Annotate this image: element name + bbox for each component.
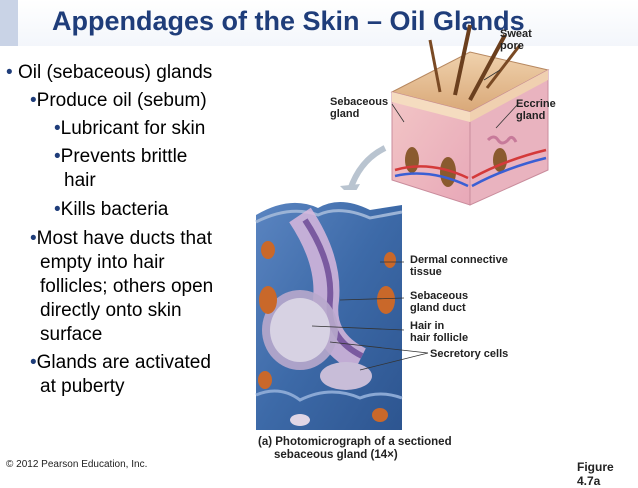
bullet-item: •Prevents brittle bbox=[54, 146, 187, 168]
bullet-dot: • bbox=[30, 352, 37, 373]
bullet-text: Oil (sebaceous) glands bbox=[17, 62, 213, 83]
bullet-item: •Lubricant for skin bbox=[54, 118, 205, 140]
figure-caption: (a) Photomicrograph of a sectioned sebac… bbox=[258, 436, 452, 461]
bullet-continuation: directly onto skin bbox=[40, 300, 182, 321]
label-secretory-cells: Secretory cells bbox=[430, 348, 509, 360]
photomicrograph bbox=[255, 190, 403, 430]
bullet-dot: • bbox=[54, 118, 61, 139]
bullet-text: Kills bacteria bbox=[60, 199, 169, 220]
bullet-continuation: hair bbox=[64, 170, 96, 191]
bullet-dot: • bbox=[6, 62, 13, 83]
bullet-continuation: follicles; others open bbox=[40, 276, 214, 297]
bullet-item: •Most have ducts that bbox=[30, 228, 212, 250]
bullet-dot: • bbox=[54, 146, 61, 167]
figure-number: Figure 4.7a bbox=[577, 460, 614, 488]
bullet-continuation: at puberty bbox=[40, 376, 125, 397]
title-accent bbox=[0, 0, 18, 46]
bullet-item: •Produce oil (sebum) bbox=[30, 90, 207, 112]
skin-block-illustration bbox=[390, 24, 550, 206]
bullet-text: Produce oil (sebum) bbox=[36, 90, 207, 111]
bullet-dot: • bbox=[30, 90, 37, 111]
bullet-text: Most have ducts that bbox=[36, 228, 212, 249]
title-bar: Appendages of the Skin – Oil Glands bbox=[0, 0, 638, 46]
bullet-text: Prevents brittle bbox=[60, 146, 188, 167]
slide-title: Appendages of the Skin – Oil Glands bbox=[52, 6, 525, 36]
bullet-text: Lubricant for skin bbox=[60, 118, 206, 139]
bullet-text: Glands are activated bbox=[36, 352, 211, 373]
bullet-item: •Glands are activated bbox=[30, 352, 211, 374]
bullet-continuation: surface bbox=[40, 324, 103, 345]
bullet-continuation: empty into hair bbox=[40, 252, 165, 273]
copyright-notice: © 2012 Pearson Education, Inc. bbox=[6, 459, 148, 470]
bullet-dot: • bbox=[30, 228, 37, 249]
bullet-item: • Oil (sebaceous) glands bbox=[6, 62, 212, 84]
bullet-dot: • bbox=[54, 199, 61, 220]
title-band bbox=[18, 0, 638, 46]
bullet-item: •Kills bacteria bbox=[54, 199, 168, 221]
